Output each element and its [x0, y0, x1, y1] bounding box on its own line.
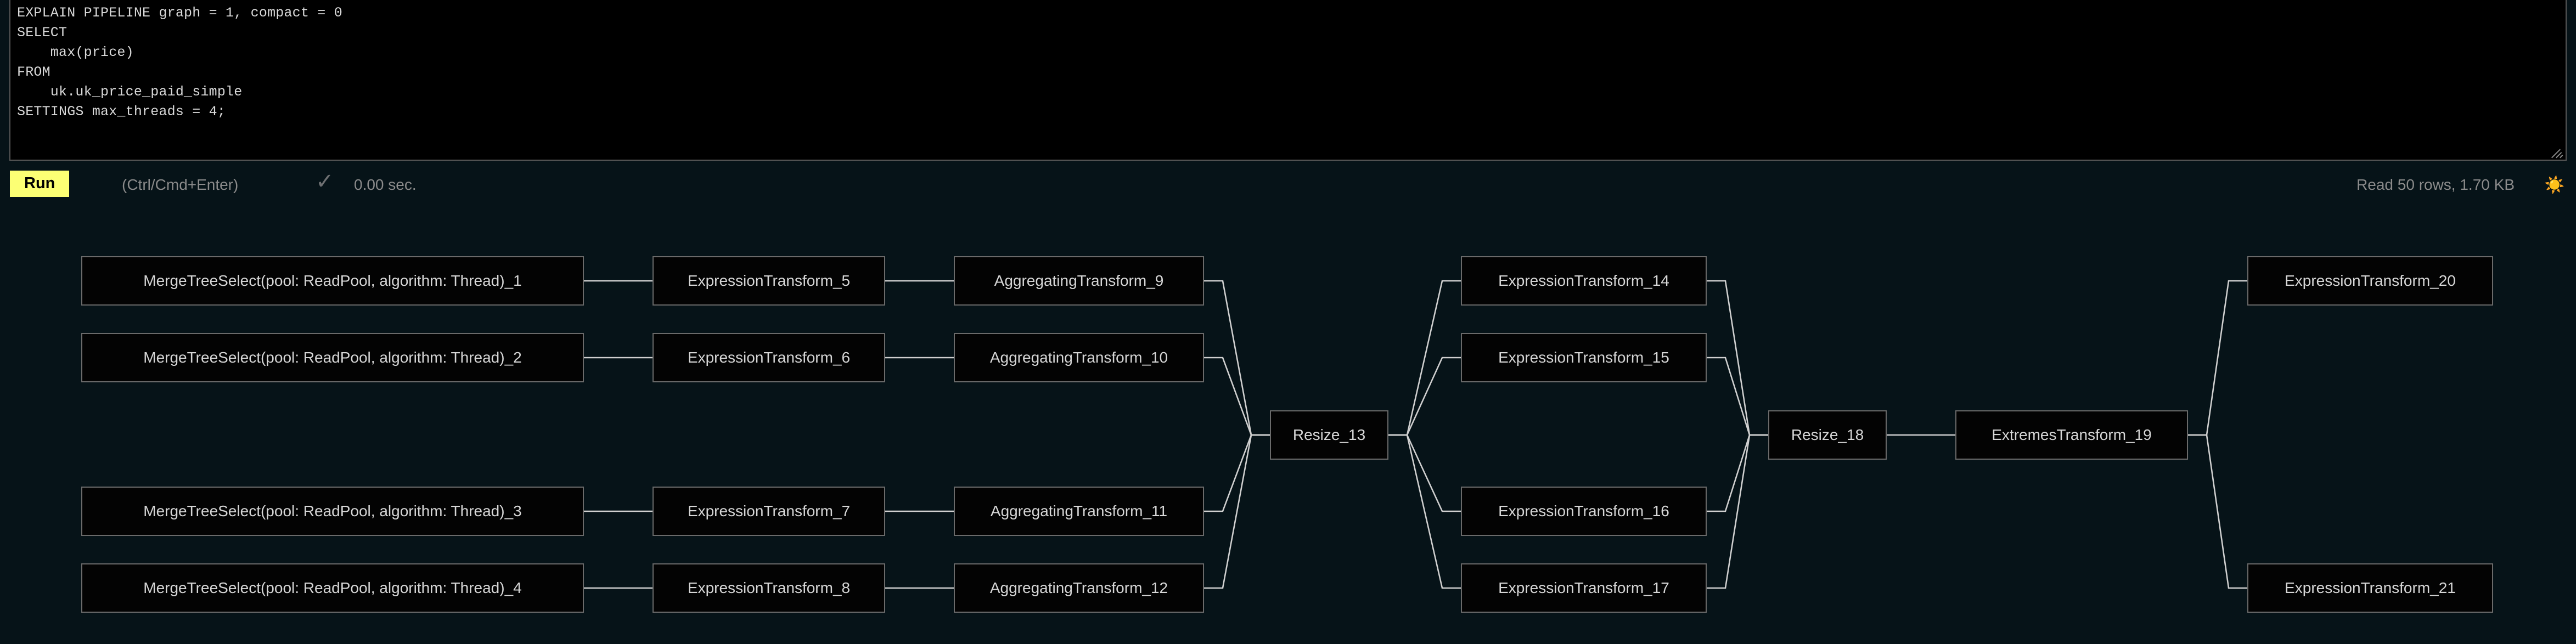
graph-node-label: ExpressionTransform_15: [1498, 349, 1669, 366]
graph-edge-ex19-et21: [2188, 434, 2247, 589]
graph-node-label: AggregatingTransform_9: [994, 272, 1164, 289]
graph-edge-rz13-et16: [1388, 434, 1461, 512]
graph-edge-et15-rz18: [1707, 357, 1768, 436]
graph-node-rz13: Resize_13: [1270, 410, 1388, 460]
graph-node-label: ExpressionTransform_7: [687, 502, 851, 519]
graph-node-mts3: MergeTreeSelect(pool: ReadPool, algorith…: [81, 487, 584, 536]
graph-edge-et16-rz18: [1707, 434, 1768, 512]
keyboard-shortcut-hint: (Ctrl/Cmd+Enter): [122, 176, 239, 193]
graph-node-label: AggregatingTransform_10: [989, 349, 1168, 366]
graph-node-label: ExpressionTransform_21: [2285, 579, 2456, 596]
sql-query-input[interactable]: [9, 0, 2567, 161]
run-button[interactable]: Run: [10, 171, 70, 197]
graph-node-label: Resize_13: [1292, 426, 1366, 443]
graph-node-ag10: AggregatingTransform_10: [954, 333, 1204, 382]
graph-node-label: Resize_18: [1791, 426, 1864, 443]
graph-edge-ag10-rz13: [1204, 357, 1270, 436]
graph-node-label: AggregatingTransform_12: [989, 579, 1168, 596]
graph-node-label: AggregatingTransform_11: [990, 502, 1168, 519]
graph-node-label: MergeTreeSelect(pool: ReadPool, algorith…: [143, 579, 522, 596]
graph-node-label: ExpressionTransform_16: [1498, 502, 1669, 519]
elapsed-time-label: 0.00 sec.: [354, 176, 417, 193]
theme-toggle-sun-icon[interactable]: ☀️: [2544, 176, 2565, 194]
graph-node-label: ExpressionTransform_5: [687, 272, 851, 289]
graph-node-et8: ExpressionTransform_8: [653, 563, 885, 613]
graph-node-label: ExpressionTransform_17: [1498, 579, 1669, 596]
graph-node-label: ExpressionTransform_20: [2285, 272, 2456, 289]
graph-edge-ex19-et20: [2188, 280, 2247, 436]
graph-node-label: MergeTreeSelect(pool: ReadPool, algorith…: [143, 502, 522, 519]
graph-node-et5: ExpressionTransform_5: [653, 256, 885, 306]
graph-edge-ag11-rz13: [1204, 434, 1270, 512]
graph-node-et21: ExpressionTransform_21: [2247, 563, 2493, 613]
success-check-icon: ✓: [316, 170, 334, 194]
graph-node-et20: ExpressionTransform_20: [2247, 256, 2493, 306]
graph-node-mts2: MergeTreeSelect(pool: ReadPool, algorith…: [81, 333, 584, 382]
graph-edge-et17-rz18: [1707, 434, 1768, 589]
pipeline-edges: [584, 280, 2247, 589]
graph-node-et7: ExpressionTransform_7: [653, 487, 885, 536]
graph-node-label: ExtremesTransform_19: [1992, 426, 2152, 443]
graph-node-label: MergeTreeSelect(pool: ReadPool, algorith…: [143, 349, 522, 366]
sql-editor-container: [9, 0, 2567, 161]
graph-edge-rz13-et17: [1388, 434, 1461, 589]
graph-node-et14: ExpressionTransform_14: [1461, 256, 1707, 306]
graph-node-et6: ExpressionTransform_6: [653, 333, 885, 382]
graph-node-label: ExpressionTransform_6: [687, 349, 851, 366]
graph-node-label: ExpressionTransform_8: [687, 579, 851, 596]
graph-node-ag12: AggregatingTransform_12: [954, 563, 1204, 613]
graph-node-mts1: MergeTreeSelect(pool: ReadPool, algorith…: [81, 256, 584, 306]
graph-edge-ag12-rz13: [1204, 434, 1270, 589]
graph-node-rz18: Resize_18: [1768, 410, 1887, 460]
graph-node-label: MergeTreeSelect(pool: ReadPool, algorith…: [143, 272, 522, 289]
graph-node-ag11: AggregatingTransform_11: [954, 487, 1204, 536]
graph-edge-rz13-et15: [1388, 357, 1461, 436]
graph-node-et15: ExpressionTransform_15: [1461, 333, 1707, 382]
graph-node-ex19: ExtremesTransform_19: [1955, 410, 2188, 460]
query-toolbar: Run (Ctrl/Cmd+Enter) ✓ 0.00 sec. Read 50…: [0, 161, 2576, 219]
graph-node-mts4: MergeTreeSelect(pool: ReadPool, algorith…: [81, 563, 584, 613]
graph-node-label: ExpressionTransform_14: [1498, 272, 1669, 289]
graph-node-ag9: AggregatingTransform_9: [954, 256, 1204, 306]
pipeline-graph: MergeTreeSelect(pool: ReadPool, algorith…: [0, 219, 2576, 644]
graph-node-et17: ExpressionTransform_17: [1461, 563, 1707, 613]
graph-node-et16: ExpressionTransform_16: [1461, 487, 1707, 536]
read-stats-label: Read 50 rows, 1.70 KB: [2356, 176, 2515, 193]
